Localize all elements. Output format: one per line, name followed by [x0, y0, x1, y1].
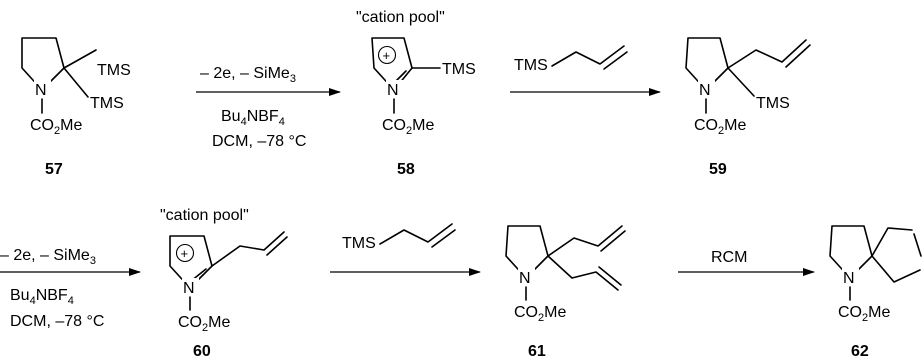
nitrogen-label: N	[183, 280, 195, 297]
condition-oxidation: – 2e, – SiMe3	[0, 247, 96, 267]
condition-electrolyte: Bu4NBF4	[221, 108, 285, 128]
compound-number: 58	[397, 161, 415, 178]
compound-number: 59	[709, 161, 727, 178]
compound-number: 60	[193, 343, 211, 360]
ester-label: CO2Me	[514, 304, 566, 324]
compound-62: N CO2Me 62	[829, 225, 922, 360]
positive-charge-icon	[175, 243, 195, 263]
condition-solvent-temperature: DCM, –78 °C	[212, 133, 306, 150]
nitrogen-label: N	[843, 270, 855, 287]
condition-solvent-temperature: DCM, –78 °C	[10, 313, 104, 330]
reaction-arrow-1: – 2e, – SiMe3 Bu4NBF4 DCM, –78 °C	[196, 65, 341, 150]
allyltrimethylsilane-tms: TMS	[514, 57, 548, 74]
compound-number: 62	[851, 343, 869, 360]
nitrogen-label: N	[519, 270, 531, 287]
reaction-arrow-2: TMS	[510, 45, 661, 96]
compound-57: N TMS TMS CO2Me 57	[21, 37, 131, 178]
compound-59: N TMS CO2Me 59	[685, 37, 811, 178]
tms-label: TMS	[90, 95, 124, 112]
nitrogen-label: N	[699, 82, 711, 99]
compound-number: 61	[528, 343, 546, 360]
nitrogen-label: N	[35, 82, 47, 99]
charge-sign: +	[383, 48, 391, 63]
compound-number: 57	[45, 161, 63, 178]
nitrogen-label: N	[387, 82, 399, 99]
ester-label: CO2Me	[30, 117, 82, 137]
allyltrimethylsilane-tms: TMS	[342, 235, 376, 252]
reaction-arrow-4: TMS	[330, 223, 481, 276]
tms-label: TMS	[756, 95, 790, 112]
reaction-arrow-5: RCM	[678, 249, 815, 276]
ester-label: CO2Me	[838, 304, 890, 324]
compound-58: "cation pool" N + TMS CO2Me 58	[356, 9, 476, 178]
ester-label: CO2Me	[694, 117, 746, 137]
charge-sign: +	[181, 246, 189, 261]
compound-60: "cation pool" N + CO2Me 60	[160, 207, 288, 360]
condition-rcm: RCM	[711, 249, 747, 266]
condition-electrolyte: Bu4NBF4	[10, 287, 74, 307]
condition-oxidation: – 2e, – SiMe3	[200, 65, 296, 85]
tms-label: TMS	[442, 61, 476, 78]
positive-charge-icon	[377, 45, 397, 65]
compound-61: N CO2Me 61	[505, 225, 626, 360]
reaction-arrow-3: – 2e, – SiMe3 Bu4NBF4 DCM, –78 °C	[0, 247, 141, 330]
cation-pool-label: "cation pool"	[356, 9, 445, 26]
cation-pool-label: "cation pool"	[160, 207, 249, 224]
ester-label: CO2Me	[178, 314, 230, 334]
tms-label: TMS	[97, 62, 131, 79]
ester-label: CO2Me	[382, 117, 434, 137]
